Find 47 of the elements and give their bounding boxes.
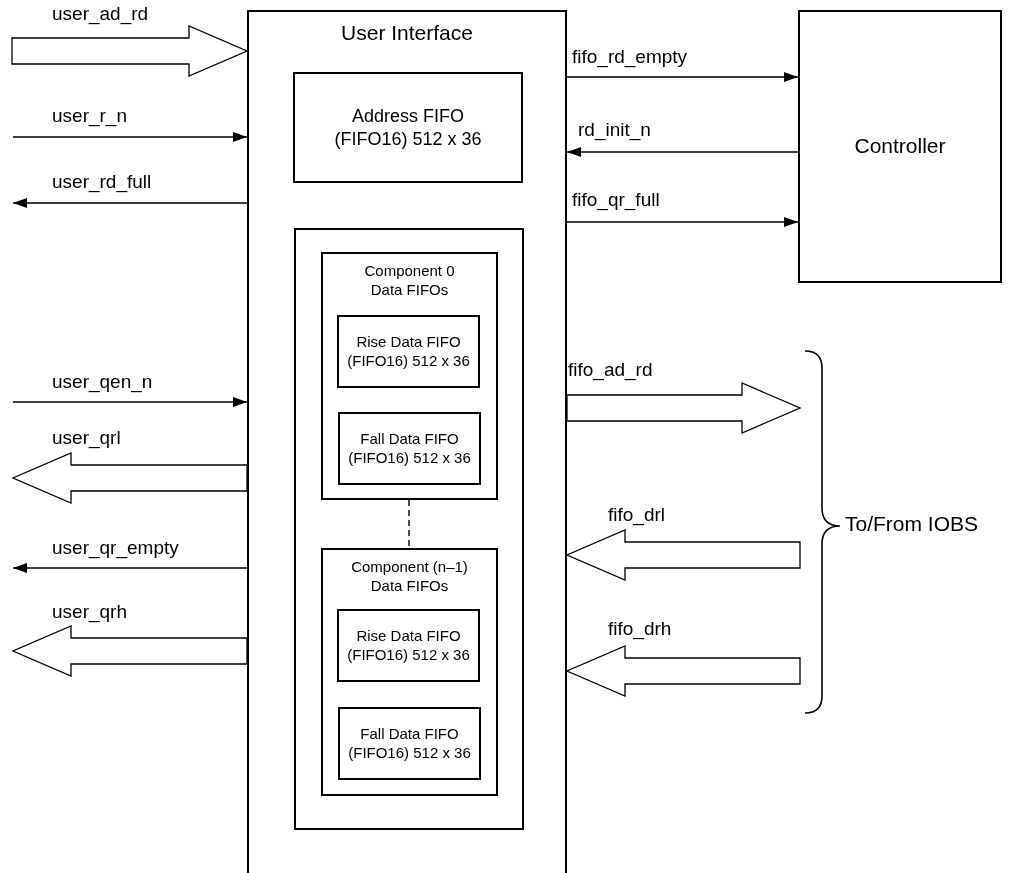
signal-arrow <box>12 198 248 208</box>
edge-label: user_rd_full <box>52 172 152 191</box>
edge-label: user_qr_empty <box>52 538 179 557</box>
box-text: Fall Data FIFO (FIFO16) 512 x 36 <box>347 429 472 468</box>
bus-arrow <box>11 452 248 504</box>
bus-arrow <box>11 25 249 77</box>
group-label: To/From IOBS <box>845 513 979 534</box>
bus-arrow <box>11 625 248 677</box>
edge-label: rd_init_n <box>578 120 651 139</box>
fifo-box <box>293 72 523 183</box>
signal-arrow <box>566 217 799 227</box>
fifo-box <box>338 707 481 780</box>
fifo-box <box>337 609 480 682</box>
connector-line <box>408 499 410 549</box>
signal-arrow <box>566 72 799 82</box>
bus-arrow <box>566 382 802 434</box>
box-text: Address FIFO (FIFO16) 512 x 36 <box>333 105 483 150</box>
edge-label: fifo_ad_rd <box>568 360 653 379</box>
box-text: Controller <box>854 133 946 160</box>
signal-arrow <box>12 563 248 573</box>
container-box <box>247 10 567 873</box>
signal-arrow <box>566 147 799 157</box>
signal-arrow <box>12 397 248 407</box>
fifo-box <box>337 315 480 388</box>
edge-label: user_qrl <box>52 428 121 447</box>
box-heading: Component 0 Data FIFOs <box>363 262 456 300</box>
edge-label: user_qrh <box>52 602 127 621</box>
edge-label: fifo_drh <box>608 619 672 638</box>
bus-arrow <box>565 529 801 581</box>
edge-label: user_ad_rd <box>52 4 149 23</box>
box-text: Rise Data FIFO (FIFO16) 512 x 36 <box>346 332 471 371</box>
box-heading: User Interface <box>341 20 473 46</box>
signal-arrow <box>12 132 248 142</box>
fifo-box <box>338 412 481 485</box>
edge-label: fifo_drl <box>608 505 666 524</box>
box-text: Fall Data FIFO (FIFO16) 512 x 36 <box>347 724 472 763</box>
edge-label: user_qen_n <box>52 372 153 391</box>
edge-label: fifo_qr_full <box>572 190 660 209</box>
edge-label: fifo_rd_empty <box>572 47 688 66</box>
box-text: Rise Data FIFO (FIFO16) 512 x 36 <box>346 626 471 665</box>
bus-arrow <box>565 645 801 697</box>
container-box <box>321 548 498 796</box>
box-heading: Component (n–1) Data FIFOs <box>350 558 469 596</box>
edge-label: user_r_n <box>52 106 127 125</box>
container-box <box>321 252 498 500</box>
controller-box <box>798 10 1002 283</box>
container-box <box>294 228 524 830</box>
